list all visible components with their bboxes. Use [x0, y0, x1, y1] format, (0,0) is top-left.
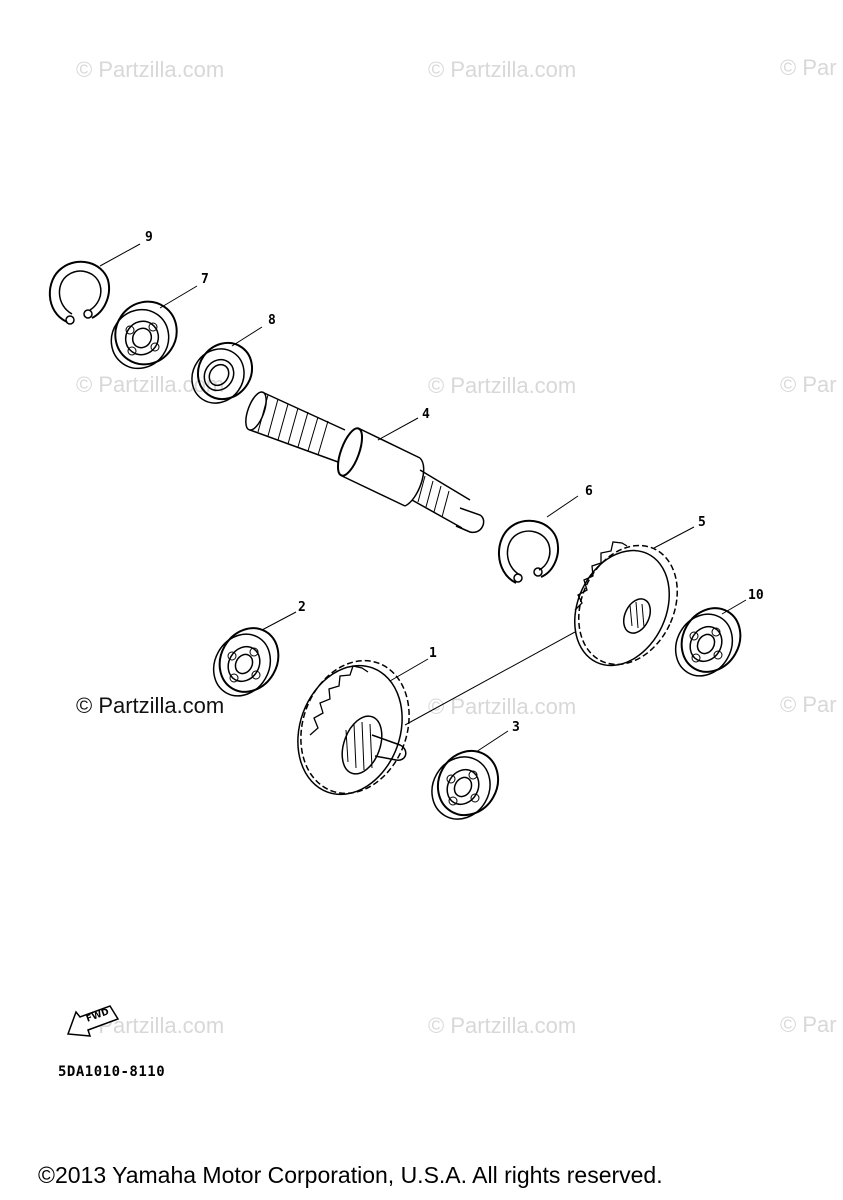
callout-7: 7	[201, 272, 209, 287]
part-5-gear	[573, 541, 678, 667]
part-10-bearing	[674, 607, 742, 677]
part-7-bearing	[110, 300, 178, 370]
watermark: © Par	[780, 692, 837, 717]
callout-4: 4	[422, 407, 430, 422]
fwd-arrow-icon	[66, 1005, 120, 1037]
watermark: © Partzilla.com	[76, 57, 225, 82]
part-6-circlip	[498, 519, 559, 584]
assembly-line	[404, 631, 576, 726]
copyright-text: ©2013 Yamaha Motor Corporation, U.S.A. A…	[38, 1162, 663, 1188]
callout-10: 10	[748, 588, 764, 603]
watermark: © Partzilla.com	[428, 1013, 577, 1038]
callout-6: 6	[585, 484, 593, 499]
watermark: © Partzilla.com	[428, 57, 577, 82]
diagram-code: 5DA1010-8110	[58, 1064, 166, 1080]
watermark: © Partzilla.com	[428, 694, 577, 719]
callout-9: 9	[145, 230, 153, 245]
part-1-gear	[297, 659, 410, 796]
part-3-bearing	[431, 749, 500, 820]
callout-1: 1	[429, 646, 437, 661]
part-8-seal	[191, 341, 254, 404]
part-2-bearing	[212, 627, 280, 697]
part-4-shaft	[245, 391, 485, 534]
callout-5: 5	[698, 515, 706, 530]
leader-lines	[99, 243, 747, 753]
watermark-dark: © Partzilla.com	[76, 693, 225, 718]
callout-8: 8	[268, 313, 276, 328]
callout-2: 2	[298, 600, 306, 615]
part-9-circlip	[48, 260, 110, 325]
watermark: © Par	[780, 55, 837, 80]
watermark: © Par	[780, 1012, 837, 1037]
watermark: © Partzilla.com	[428, 373, 577, 398]
callout-3: 3	[512, 720, 520, 735]
watermark: © Par	[780, 372, 837, 397]
